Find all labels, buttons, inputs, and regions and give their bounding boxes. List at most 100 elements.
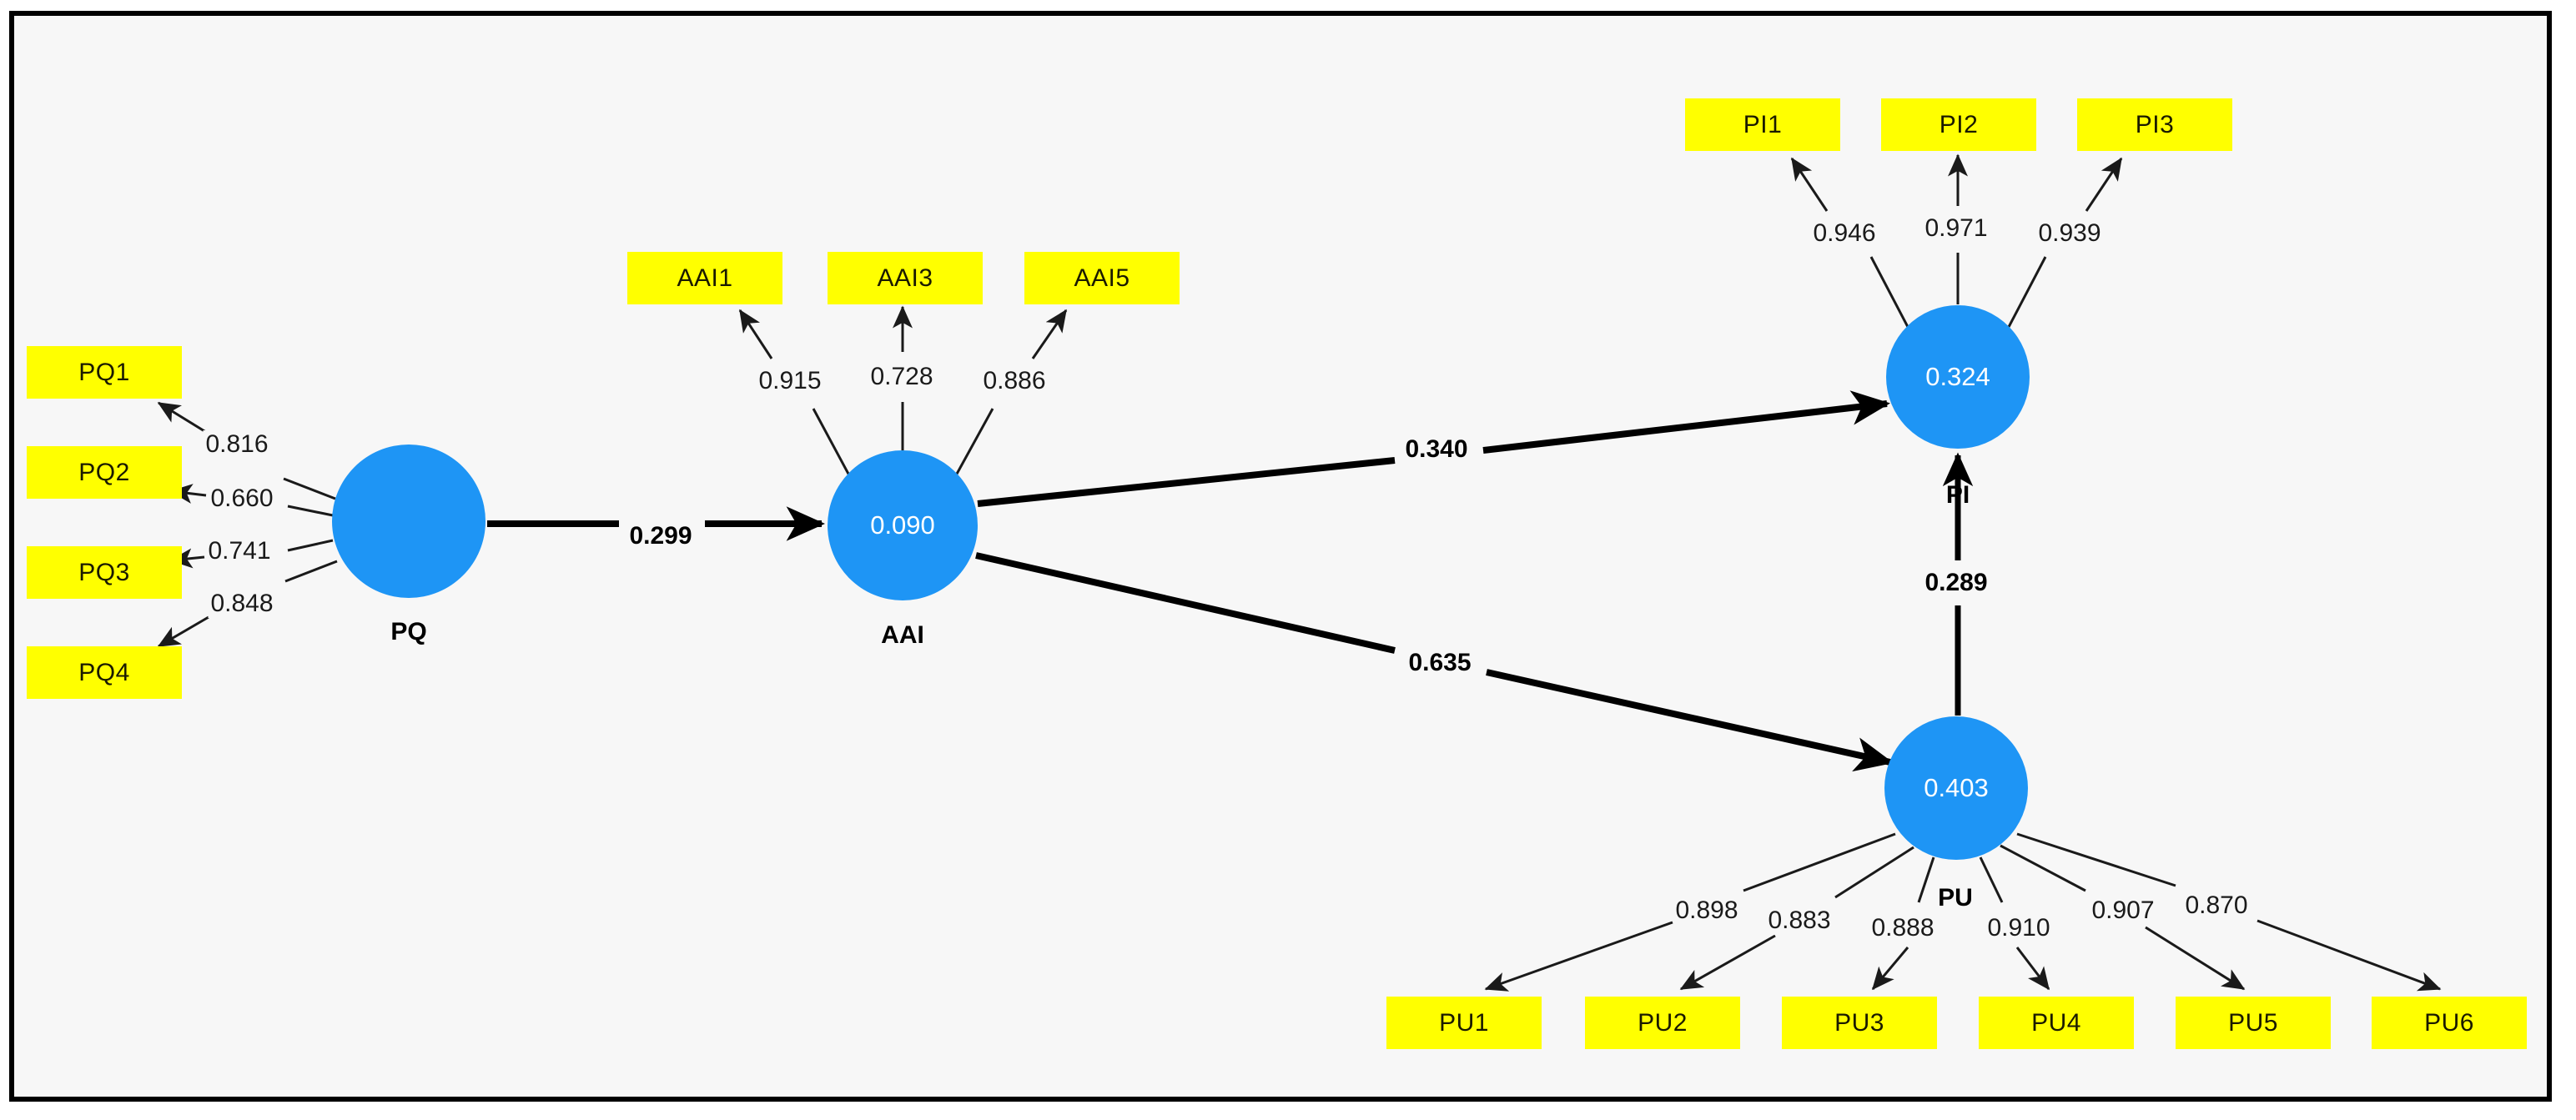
indicator-label: PI1 [1743, 110, 1783, 138]
loading-label-pu-pu1: 0.898 [1673, 897, 1741, 925]
construct-name-text: AAI [881, 621, 924, 649]
indicator-box-aai1[interactable]: AAI1 [627, 252, 782, 304]
indicator-box-pi3[interactable]: PI3 [2077, 98, 2232, 151]
indicator-label: PI2 [1939, 110, 1979, 138]
indicator-label: PQ4 [78, 658, 130, 686]
loading-value: 0.816 [205, 430, 269, 458]
loading-label-pu-pu4: 0.910 [1985, 914, 2053, 942]
path-value: 0.340 [1405, 435, 1468, 463]
construct-name-text: PU [1938, 884, 1973, 912]
loading-value: 0.728 [870, 363, 933, 390]
indicator-box-pu3[interactable]: PU3 [1782, 997, 1937, 1049]
loading-value: 0.915 [758, 367, 822, 394]
indicator-box-pi1[interactable]: PI1 [1685, 98, 1840, 151]
path-label-aai-pu: 0.635 [1406, 649, 1474, 677]
construct-name-text: PI [1945, 481, 1970, 509]
loading-value: 0.898 [1675, 897, 1738, 924]
path-value: 0.289 [1924, 569, 1988, 596]
indicator-box-pq3[interactable]: PQ3 [27, 546, 182, 599]
construct-circle-pq[interactable] [332, 444, 486, 598]
indicator-label: AAI3 [877, 264, 933, 292]
indicator-label: PU5 [2228, 1008, 2278, 1037]
construct-r2-value: 0.090 [870, 510, 935, 540]
construct-name-text: PQ [390, 618, 427, 645]
loading-label-pi-pi2: 0.971 [1922, 214, 1990, 243]
indicator-label: PU2 [1638, 1008, 1688, 1037]
loading-label-pq-pq4: 0.848 [208, 590, 276, 618]
loading-value: 0.907 [2091, 897, 2155, 924]
construct-name-pq: PQ [390, 618, 426, 646]
construct-name-aai: AAI [881, 621, 924, 650]
indicator-label: PQ1 [78, 358, 130, 386]
indicator-label: PU3 [1834, 1008, 1884, 1037]
indicator-label: PI3 [2135, 110, 2175, 138]
construct-circle-aai[interactable]: 0.090 [828, 450, 978, 600]
edge-pi-pi1 [1790, 157, 1909, 328]
loading-label-aai-aai5: 0.886 [980, 367, 1049, 395]
indicator-label: PQ2 [78, 458, 130, 486]
loading-value: 0.888 [1871, 914, 1935, 942]
edge-pu-pu4 [1979, 856, 2050, 991]
edge-aai-pu [975, 552, 1894, 772]
indicator-box-pu1[interactable]: PU1 [1386, 997, 1542, 1049]
loading-value: 0.870 [2185, 891, 2248, 919]
edge-pq-pq1 [157, 401, 336, 500]
loading-label-pu-pu3: 0.888 [1869, 914, 1937, 942]
loading-value: 0.848 [210, 590, 274, 617]
indicator-box-pq2[interactable]: PQ2 [27, 446, 182, 499]
loading-label-aai-aai1: 0.915 [756, 367, 824, 395]
indicator-box-pu6[interactable]: PU6 [2372, 997, 2527, 1049]
loading-label-pq-pq1: 0.816 [203, 430, 271, 459]
edge-pu-pu3 [1871, 856, 1935, 991]
construct-circle-pu[interactable]: 0.403 [1884, 716, 2028, 860]
loading-value: 0.741 [208, 537, 271, 565]
edge-aai-aai5 [954, 309, 1068, 476]
loading-value: 0.946 [1813, 219, 1876, 247]
path-label-pu-pi: 0.289 [1922, 569, 1990, 597]
construct-r2-value: 0.324 [1925, 362, 1990, 391]
edge-pq-pq4 [157, 560, 338, 648]
indicator-box-aai3[interactable]: AAI3 [828, 252, 983, 304]
indicator-label: PU1 [1439, 1008, 1489, 1037]
construct-name-pi: PI [1946, 481, 1970, 510]
indicator-box-pq4[interactable]: PQ4 [27, 646, 182, 699]
path-value: 0.635 [1408, 649, 1472, 676]
edge-pu-pu5 [2000, 844, 2246, 991]
construct-r2-value: 0.403 [1924, 773, 1989, 802]
edge-pu-pu6 [2016, 832, 2442, 992]
loading-value: 0.883 [1768, 907, 1831, 934]
indicator-box-pu4[interactable]: PU4 [1979, 997, 2134, 1049]
loading-label-pq-pq2: 0.660 [208, 485, 276, 513]
edge-aai-aai1 [738, 309, 851, 476]
edge-pi-pi3 [2007, 157, 2123, 328]
path-label-aai-pi: 0.340 [1402, 435, 1471, 464]
loading-label-pu-pu5: 0.907 [2089, 897, 2157, 925]
indicator-box-pu5[interactable]: PU5 [2176, 997, 2331, 1049]
indicator-box-pu2[interactable]: PU2 [1585, 997, 1740, 1049]
indicator-box-aai5[interactable]: AAI5 [1024, 252, 1180, 304]
edge-pu-pu2 [1679, 846, 1914, 991]
indicator-label: AAI1 [677, 264, 733, 292]
indicator-label: PU4 [2031, 1008, 2081, 1037]
construct-circle-pi[interactable]: 0.324 [1886, 305, 2030, 449]
loading-value: 0.660 [210, 485, 274, 512]
loading-value: 0.886 [983, 367, 1046, 394]
indicator-box-pi2[interactable]: PI2 [1881, 98, 2036, 151]
construct-name-pu: PU [1938, 884, 1973, 912]
indicator-label: PU6 [2424, 1008, 2474, 1037]
loading-label-pi-pi1: 0.946 [1810, 219, 1879, 248]
loading-value: 0.939 [2038, 219, 2101, 247]
indicator-label: AAI5 [1074, 264, 1130, 292]
path-value: 0.299 [629, 522, 692, 550]
indicator-box-pq1[interactable]: PQ1 [27, 346, 182, 399]
loading-label-pu-pu2: 0.883 [1765, 907, 1834, 935]
loading-label-pq-pq3: 0.741 [205, 537, 274, 565]
edge-aai-pi [977, 390, 1890, 507]
loading-value: 0.910 [1987, 914, 2050, 942]
indicator-label: PQ3 [78, 558, 130, 586]
path-label-pq-aai: 0.299 [626, 522, 695, 550]
loading-label-aai-aai3: 0.728 [868, 363, 936, 391]
loading-label-pu-pu6: 0.870 [2182, 891, 2251, 920]
